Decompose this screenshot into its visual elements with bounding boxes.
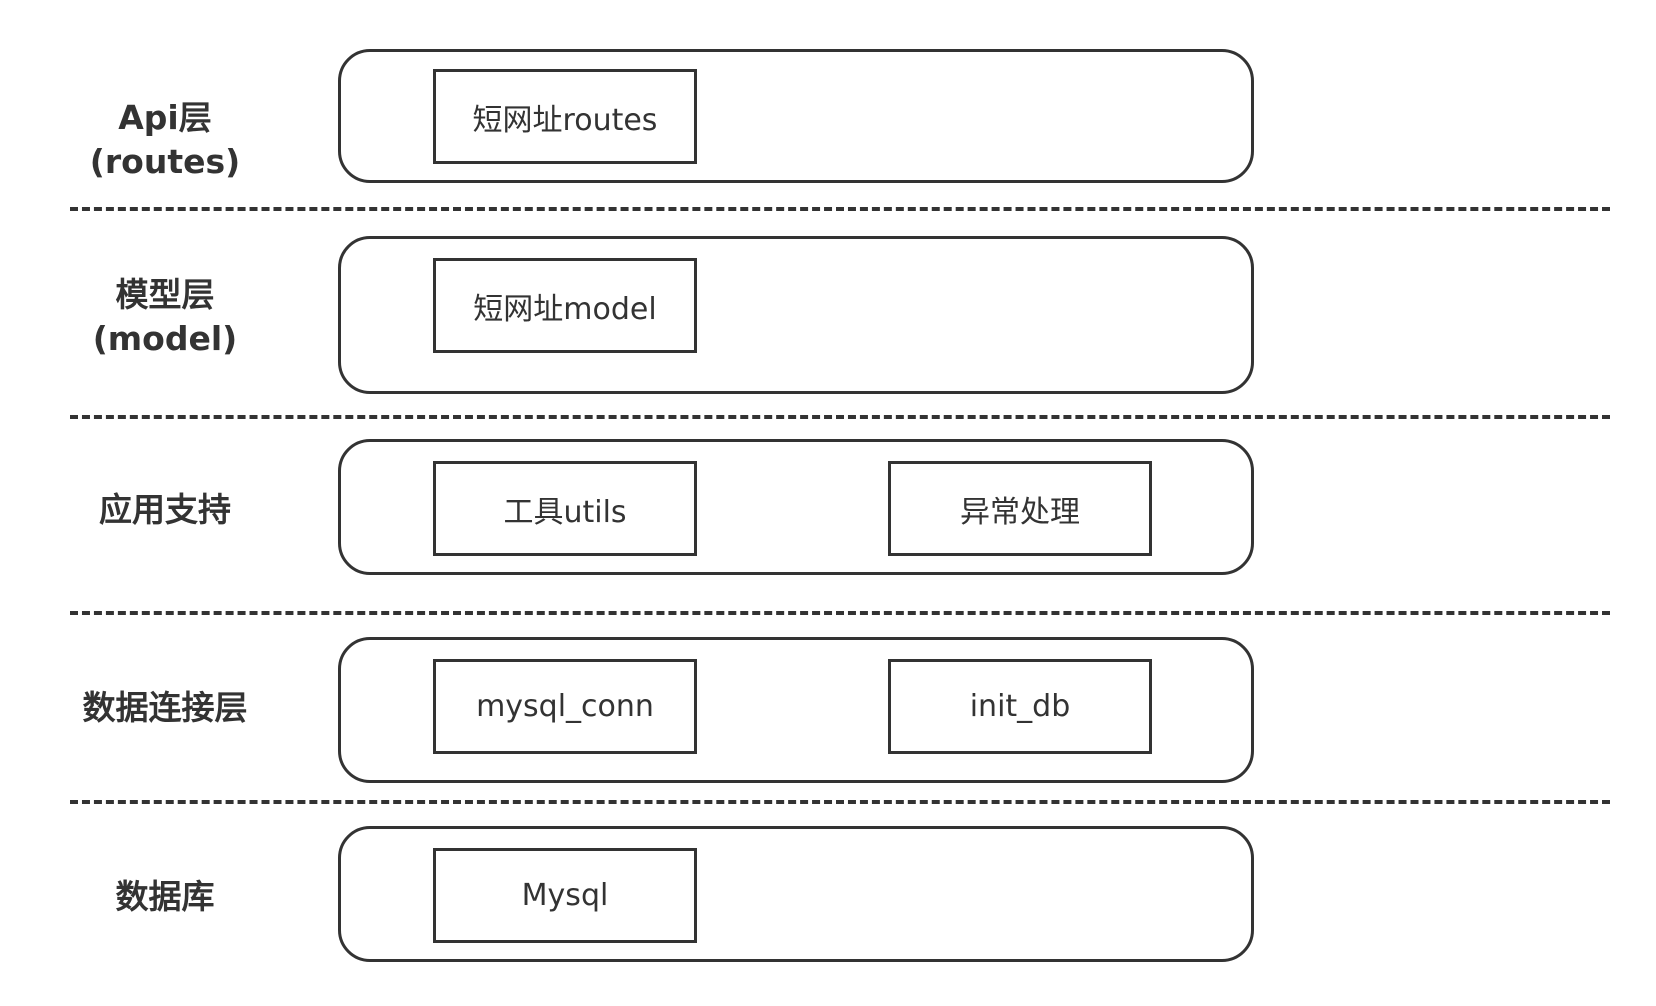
layer-box-model: 短网址model	[338, 236, 1254, 394]
layer-label-database: 数据库	[40, 857, 290, 937]
module-utils: 工具utils	[433, 461, 697, 556]
layer-divider	[70, 207, 1610, 211]
module-init-db: init_db	[888, 659, 1152, 754]
layer-label-api-line1: Api层	[118, 98, 212, 137]
layer-label-api: Api层 (routes)	[40, 70, 290, 210]
layer-label-model: 模型层 (model)	[40, 247, 290, 387]
layer-label-model-line2: (model)	[92, 319, 238, 358]
layer-box-data-connection: mysql_conn init_db	[338, 637, 1254, 783]
layer-label-model-line1: 模型层	[115, 275, 215, 314]
layer-divider	[70, 415, 1610, 419]
layer-label-app-support-line1: 应用支持	[99, 490, 231, 529]
layer-label-app-support: 应用支持	[40, 470, 290, 550]
module-mysql: Mysql	[433, 848, 697, 943]
layer-box-database: Mysql	[338, 826, 1254, 962]
layer-box-app-support: 工具utils 异常处理	[338, 439, 1254, 575]
layer-label-database-line1: 数据库	[115, 877, 215, 916]
layer-divider	[70, 800, 1610, 804]
layer-divider	[70, 611, 1610, 615]
layer-label-api-line2: (routes)	[89, 142, 241, 181]
layer-label-data-connection-line1: 数据连接层	[82, 688, 248, 727]
layer-label-data-connection: 数据连接层	[40, 668, 290, 748]
module-model: 短网址model	[433, 258, 697, 353]
module-routes: 短网址routes	[433, 69, 697, 164]
module-mysql-conn: mysql_conn	[433, 659, 697, 754]
layer-box-api: 短网址routes	[338, 49, 1254, 183]
module-exception-handling: 异常处理	[888, 461, 1152, 556]
